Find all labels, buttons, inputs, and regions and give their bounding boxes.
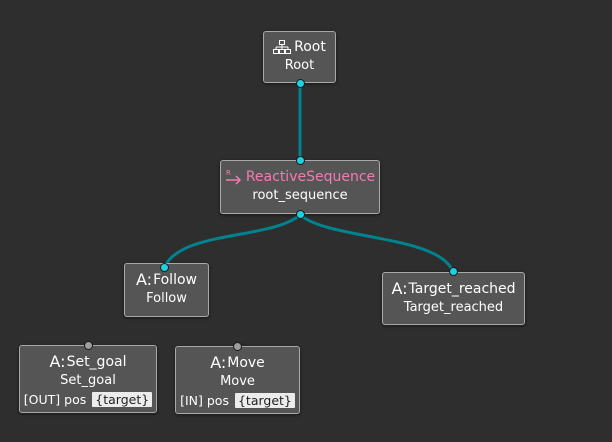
svg-text:R: R	[226, 169, 231, 177]
set-goal-input-port[interactable]	[84, 341, 93, 350]
node-target-reached-name: Target_reached	[403, 300, 504, 315]
node-move-name: Move	[220, 374, 255, 389]
port-name: pos	[64, 392, 87, 407]
node-sequence-title: ReactiveSequence	[245, 169, 376, 185]
node-follow[interactable]: A: Follow Follow	[124, 263, 209, 317]
node-root[interactable]: Root Root	[263, 31, 336, 83]
node-target-reached-title: Target_reached	[408, 281, 516, 297]
edge-sequence-target	[299, 213, 455, 273]
node-target-reached[interactable]: A: Target_reached Target_reached	[382, 272, 525, 325]
node-set-goal-title: Set_goal	[66, 354, 127, 370]
move-port-row: [IN] pos {target}	[176, 393, 299, 409]
set-goal-port-row: [OUT] pos {target}	[20, 392, 156, 408]
node-reactive-sequence[interactable]: R ReactiveSequence root_sequence	[220, 160, 380, 214]
node-sequence-name: root_sequence	[252, 188, 348, 203]
port-value-field[interactable]: {target}	[92, 392, 153, 407]
node-follow-title: Follow	[153, 272, 197, 288]
node-root-title: Root	[294, 39, 326, 55]
follow-input-port[interactable]	[160, 263, 169, 272]
tree-icon	[273, 40, 292, 54]
action-icon: A:	[210, 353, 227, 372]
action-icon: A:	[391, 279, 408, 298]
reactive-sequence-icon: R	[225, 169, 241, 185]
node-follow-name: Follow	[146, 291, 187, 306]
action-icon: A:	[49, 352, 66, 371]
port-direction: [OUT]	[23, 392, 61, 407]
port-name: pos	[206, 393, 229, 408]
node-root-name: Root	[284, 58, 315, 73]
target-reached-input-port[interactable]	[449, 267, 458, 276]
root-output-port[interactable]	[296, 79, 305, 88]
sequence-output-port[interactable]	[296, 210, 305, 219]
node-set-goal-name: Set_goal	[60, 373, 116, 388]
port-value-field[interactable]: {target}	[234, 393, 295, 408]
node-move[interactable]: A: Move Move [IN] pos {target}	[175, 346, 300, 414]
node-set-goal[interactable]: A: Set_goal Set_goal [OUT] pos {target}	[19, 345, 157, 413]
action-icon: A:	[136, 270, 153, 289]
edge-sequence-follow	[162, 213, 301, 269]
move-input-port[interactable]	[233, 342, 242, 351]
sequence-input-port[interactable]	[296, 156, 305, 165]
node-move-title: Move	[227, 355, 265, 371]
port-direction: [IN]	[180, 393, 203, 408]
